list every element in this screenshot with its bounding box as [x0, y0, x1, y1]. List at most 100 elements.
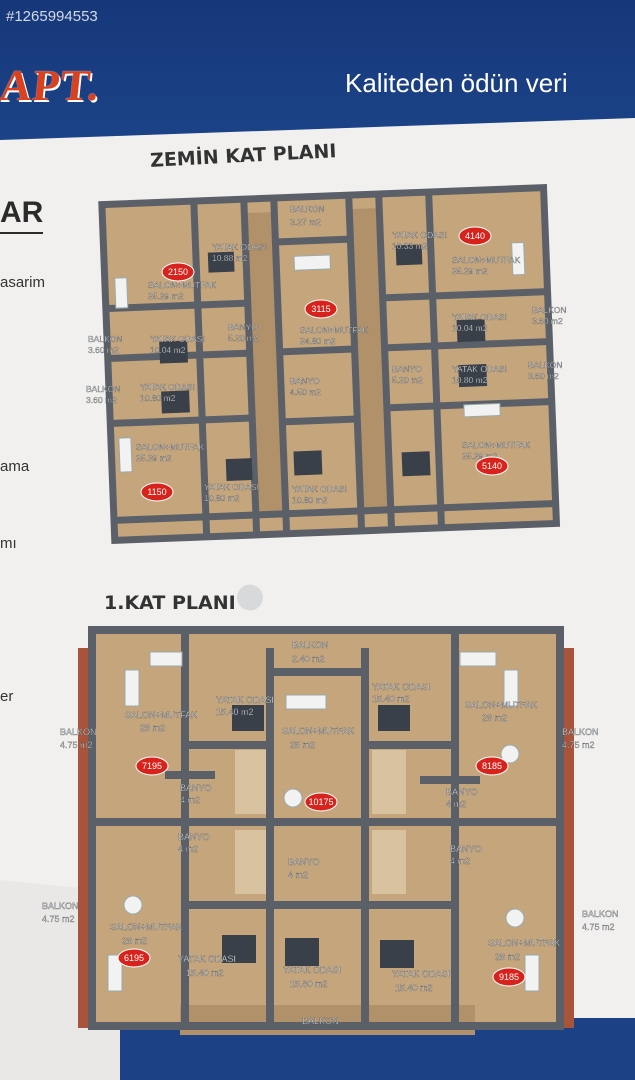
sofa-icon [463, 402, 501, 418]
stair-icon [235, 830, 269, 894]
bed-icon [232, 705, 264, 731]
first-room-label: BANYO [446, 787, 478, 797]
ground-room-label: BANYO [392, 364, 422, 374]
ground-room-label: SALON+MUTFAK [148, 280, 217, 290]
first-room-label: 15.40 m2 [186, 968, 224, 978]
sofa-icon [293, 254, 332, 271]
first-room-label: 4.75 m2 [582, 922, 615, 932]
first-room-label: 4.75 m2 [60, 740, 93, 750]
first-room-label: 15.40 m2 [372, 694, 410, 704]
bed-icon [285, 938, 319, 966]
first-floor-title: 1.KAT PLANI [104, 592, 236, 614]
ground-room-label: SALON+MUTFAK [462, 440, 531, 450]
first-room-label: 28 m2 [482, 713, 507, 723]
ground-room-label: 10.80 m2 [204, 493, 240, 503]
first-floor-slab [88, 626, 564, 1028]
first-unit-badge [492, 967, 526, 987]
wall [240, 199, 261, 536]
first-room-label: 15.40 m2 [216, 707, 254, 717]
first-unit-badge [475, 756, 509, 776]
slogan: Kaliteden ödün veri [345, 68, 568, 98]
ground-room-label: BALKON [88, 334, 123, 344]
ground-room-label: 25.29 m2 [148, 291, 184, 301]
first-room-label: BALKON [562, 727, 599, 737]
side-heading: AR [0, 196, 44, 234]
table-icon [505, 908, 525, 928]
sofa-icon [524, 954, 540, 992]
ground-outer-wall [98, 184, 561, 545]
ground-unit-badge-label: 5140 [482, 461, 502, 471]
first-room-label: 4.75 m2 [42, 914, 75, 924]
first-room-label: BALKON [292, 640, 329, 650]
wall [190, 200, 211, 537]
wall [275, 235, 351, 246]
ground-unit-badge [475, 456, 509, 476]
wall [279, 345, 355, 356]
first-unit-badge-label: 10175 [308, 797, 333, 807]
sofa-icon [107, 954, 123, 992]
ground-room-label: 10.80 m2 [452, 375, 488, 385]
ground-room-label: SALON+MUTFAK [136, 442, 205, 452]
ground-room-label: YATAK ODASI [392, 230, 447, 240]
wall [105, 299, 248, 313]
first-unit-badge-label: 9185 [499, 972, 519, 982]
image-id-watermark: #1265994553 [6, 8, 98, 25]
sofa-icon [459, 651, 497, 667]
ground-unit-badge [304, 299, 338, 319]
sofa-icon [149, 651, 183, 667]
first-unit-badge [304, 792, 338, 812]
bed-icon [380, 940, 414, 968]
wall [375, 193, 396, 530]
ground-room-label: YATAK ODASI [452, 364, 507, 374]
sofa-icon [285, 694, 327, 710]
bed-icon [159, 340, 188, 364]
first-room-label: SALON+MUTFAK [488, 938, 560, 948]
ground-room-label: 10.80 m2 [140, 393, 176, 403]
ground-room-label: YATAK ODASI [212, 242, 267, 252]
bed-icon [207, 251, 235, 273]
wall [270, 197, 291, 534]
first-room-label: 15.40 m2 [395, 983, 433, 993]
side-text-2: ama [0, 458, 30, 475]
ground-unit-badge [458, 226, 492, 246]
ground-unit-badge-label: 4140 [465, 231, 485, 241]
ground-unit-badge [140, 482, 174, 502]
first-room-label: BALKON [302, 1016, 339, 1026]
first-room-label: 28 m2 [140, 723, 165, 733]
first-room-label: 4 m2 [288, 870, 308, 880]
first-room-label: BANYO [450, 844, 482, 854]
bed-icon [458, 364, 488, 388]
wall [345, 195, 366, 532]
sofa-icon [118, 437, 133, 473]
first-room-label: BANYO [178, 832, 210, 842]
sofa-icon [511, 241, 526, 276]
first-room-label: YATAK ODASI [372, 682, 430, 692]
ground-room-label: BALKON [532, 305, 567, 315]
first-room-label: 28 m2 [122, 936, 147, 946]
ground-room-label: YATAK ODASI [292, 484, 347, 494]
ground-room-label: YATAK ODASI [204, 482, 259, 492]
bed-icon [401, 451, 431, 477]
first-room-label: SALON+MUTFAK [110, 922, 182, 932]
first-room-label: BALKON [60, 727, 97, 737]
wall [110, 414, 253, 427]
first-room-label: 4 m2 [180, 795, 200, 805]
first-unit-badge-label: 7195 [142, 761, 162, 771]
ground-room-label: 10.33 m2 [392, 241, 428, 251]
ground-room-label: 25.29 m2 [452, 266, 488, 276]
ground-room-label: 5.20 m2 [392, 375, 423, 385]
ground-unit-badge-label: 1150 [147, 487, 166, 497]
ground-room-label: 3.27 m2 [290, 217, 321, 227]
table-icon [500, 744, 520, 764]
ground-room-label: 3.60 m2 [532, 316, 563, 326]
ground-room-label: 10.88 m2 [212, 253, 248, 263]
ground-unit-badge [161, 262, 195, 282]
ground-room-label: 3.60 m2 [86, 395, 117, 405]
first-room-label: 4 m2 [178, 844, 198, 854]
ground-room-label: 10.04 m2 [150, 345, 186, 355]
first-room-label: YATAK ODASI [178, 954, 236, 964]
bed-icon [395, 244, 423, 266]
wall [384, 338, 550, 352]
first-room-label: YATAK ODASI [283, 965, 341, 975]
